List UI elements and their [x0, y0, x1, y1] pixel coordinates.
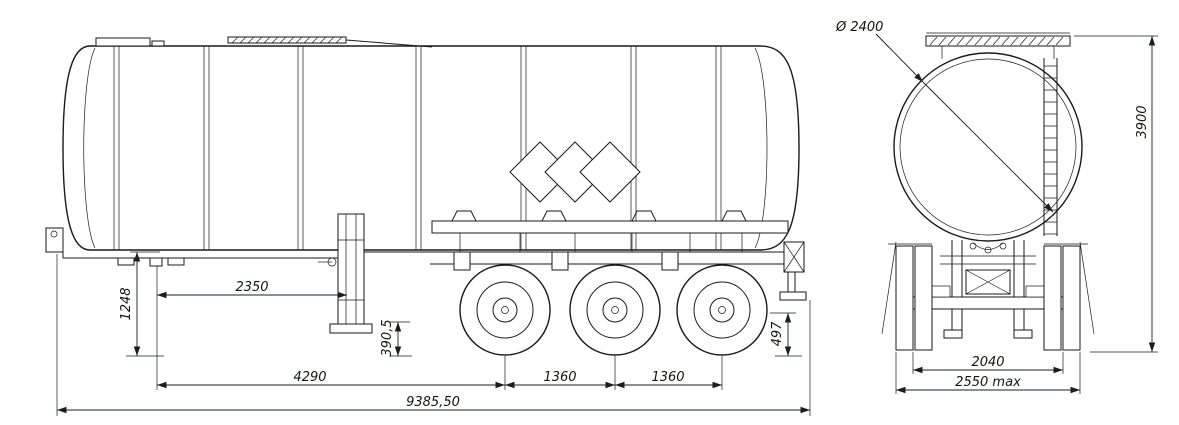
- tank-front-head-seam: [83, 47, 96, 249]
- dim-tank-diameter: Ø 2400: [835, 20, 883, 35]
- dim-overall-height: 3900: [1135, 105, 1150, 138]
- dim-frame-clearance: 390,5: [380, 319, 395, 356]
- diameter-callout: Ø 2400: [835, 20, 1054, 213]
- wheel-3-axle-cap: [718, 306, 726, 314]
- hazard-diamonds: [509, 141, 641, 203]
- subframe-saddles: [451, 210, 747, 222]
- dim-kingpin-to-first-axle: 4290: [293, 370, 326, 385]
- tank-stiffener-rings: [113, 46, 722, 250]
- top-fitting: [151, 40, 165, 47]
- suspension-hanger-3: [661, 251, 679, 271]
- dim-axle-spacing-2: 1360: [651, 370, 684, 385]
- tire-left-inner: [914, 245, 933, 351]
- spring-right: [1025, 285, 1047, 298]
- discharge-valve-2: [984, 246, 992, 254]
- plate-block-2: [167, 257, 185, 266]
- wheel-1-tire: [459, 264, 551, 356]
- axles-and-wheels: [459, 264, 768, 356]
- spill-box: [95, 37, 151, 47]
- dimensions-rear-view: 3900 2040 2550 max: [895, 35, 1158, 394]
- subframe-posts: [459, 233, 743, 252]
- discharge-valve-1: [969, 242, 977, 250]
- fender-left: [881, 241, 932, 335]
- front-bracket: [45, 227, 64, 253]
- chassis-rail-bottom: [430, 252, 797, 265]
- wheel-1: [459, 264, 551, 356]
- top-equipment: [95, 36, 433, 48]
- spring-left: [929, 285, 951, 298]
- ext-lines-rear: [895, 35, 1158, 394]
- diameter-leader: [875, 33, 924, 83]
- ladder-rungs: [1044, 65, 1057, 235]
- wheel-2: [569, 264, 661, 356]
- dim-rear-clearance: 497: [770, 321, 785, 347]
- tank-subframe: [431, 210, 789, 252]
- dimensions-side-view: 2350 4290 1360 1360 9385,50 1248 390,5 4…: [56, 251, 811, 416]
- hazard-diamond-3: [579, 141, 641, 203]
- dim-overall-width: 2550 max: [955, 375, 1021, 390]
- rear-bumper: [779, 241, 807, 301]
- wheel-3: [676, 264, 768, 356]
- frame-foot-right: [1013, 329, 1033, 339]
- folded-handrail: [345, 39, 433, 48]
- rear-undercarriage: [881, 240, 1095, 351]
- tank-rear-head-seam: [754, 47, 768, 249]
- tank-outline: [62, 45, 800, 251]
- gooseneck-plate: [62, 250, 346, 259]
- subframe-beam: [431, 220, 789, 234]
- rear-catwalk-deck: [925, 35, 1071, 47]
- wheel-2-rim: [586, 281, 644, 339]
- wheel-3-rim: [693, 281, 751, 339]
- rear-wheels-left: [895, 245, 933, 351]
- wheel-1-rim: [476, 281, 534, 339]
- front-bracket-pin: [50, 230, 58, 238]
- ladder: [1043, 58, 1058, 236]
- wheel-1-hub: [492, 297, 518, 323]
- frame-foot-left: [943, 329, 963, 339]
- wheel-3-tire: [676, 264, 768, 356]
- diameter-chord: [922, 81, 1054, 213]
- taillight-box-cross: [783, 241, 805, 273]
- landing-gear-leg-lines: [338, 214, 364, 324]
- rear-wheels-right: [1043, 245, 1081, 351]
- wheel-3-hub: [709, 297, 735, 323]
- suspension-hanger-2: [551, 251, 569, 271]
- tire-right-inner: [1043, 245, 1062, 351]
- landing-gear-leg: [337, 213, 365, 325]
- suspension-hanger-1: [453, 251, 471, 271]
- discharge-valve-3: [999, 242, 1007, 250]
- rear-cross-members: [940, 255, 1036, 265]
- landing-gear: [318, 213, 373, 334]
- bumper-bar: [779, 291, 807, 301]
- wheel-2-hub: [602, 297, 628, 323]
- ladder-rails: [1043, 58, 1058, 236]
- plate-block-1: [117, 257, 135, 266]
- discharge-piping: [972, 242, 1004, 250]
- wheel-2-tire: [569, 264, 661, 356]
- dim-kingpin-height: 1248: [119, 287, 134, 320]
- wheel-1-axle-cap: [501, 306, 509, 314]
- tire-right-outer: [1062, 245, 1081, 351]
- tank-cross-section-inner: [899, 58, 1077, 236]
- rear-catwalk-hatch: [929, 36, 1064, 46]
- catwalk: [227, 36, 347, 44]
- kingpin: [149, 257, 163, 267]
- dim-kingpin-to-landing-gear: 2350: [235, 280, 268, 295]
- bumper-post: [787, 271, 796, 293]
- dim-overall-length: 9385,50: [406, 395, 460, 410]
- rear-view: Ø 2400: [835, 20, 1158, 394]
- wheel-2-axle-cap: [611, 306, 619, 314]
- rear-catwalk-posts: [941, 46, 1055, 59]
- dim-track-width: 2040: [971, 355, 1004, 370]
- fender-right: [1044, 241, 1095, 335]
- tire-left-outer: [895, 245, 914, 351]
- catwalk-hatch: [231, 36, 343, 44]
- dim-axle-spacing-1: 1360: [543, 370, 576, 385]
- rear-frame-rails: [951, 240, 1025, 330]
- landing-gear-foot: [329, 323, 373, 334]
- equipment-box-cross: [965, 269, 1011, 295]
- rear-top-catwalk: [925, 32, 1071, 59]
- side-view: 2350 4290 1360 1360 9385,50 1248 390,5 4…: [45, 36, 811, 416]
